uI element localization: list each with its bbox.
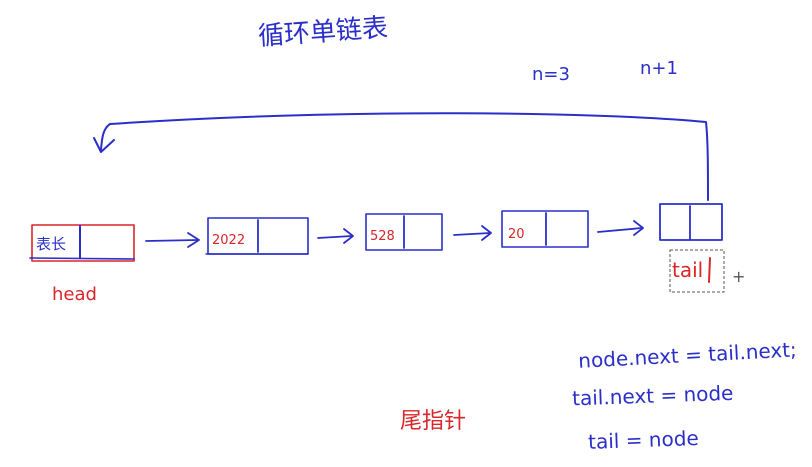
node-value: 2022 [212,233,245,248]
list-node-head: 表长 [29,224,135,262]
list-node-2022: 2022 [205,217,309,255]
code-line-3: tail = node [588,426,699,454]
list-node-tail [659,203,723,241]
link-arrow-2 [317,228,354,244]
head-label: head [52,284,97,305]
node-value: 528 [370,229,395,244]
circular-link-arrowhead [93,137,115,153]
node-value: 表长 [36,235,66,253]
tail-pointer-caption: 尾指针 [400,409,466,434]
list-node-528: 528 [365,213,443,251]
tail-cursor-mark [708,257,711,283]
node-value: 20 [508,227,525,242]
link-arrow-1 [145,232,200,248]
link-arrow-3 [453,225,492,241]
diagram-title: 循环单链表 [257,13,389,52]
list-node-20: 20 [501,210,589,248]
tail-selection-box[interactable] [669,249,725,293]
code-line-2: tail.next = node [572,381,734,411]
add-cursor-icon: + [732,267,745,286]
code-line-1: node.next = tail.next; [578,337,798,372]
link-arrow-4 [597,220,644,236]
circular-link-arrow [100,112,709,201]
counter-n-current: n=3 [532,64,570,85]
counter-n-next: n+1 [640,58,678,79]
tail-label: tail [672,258,703,282]
